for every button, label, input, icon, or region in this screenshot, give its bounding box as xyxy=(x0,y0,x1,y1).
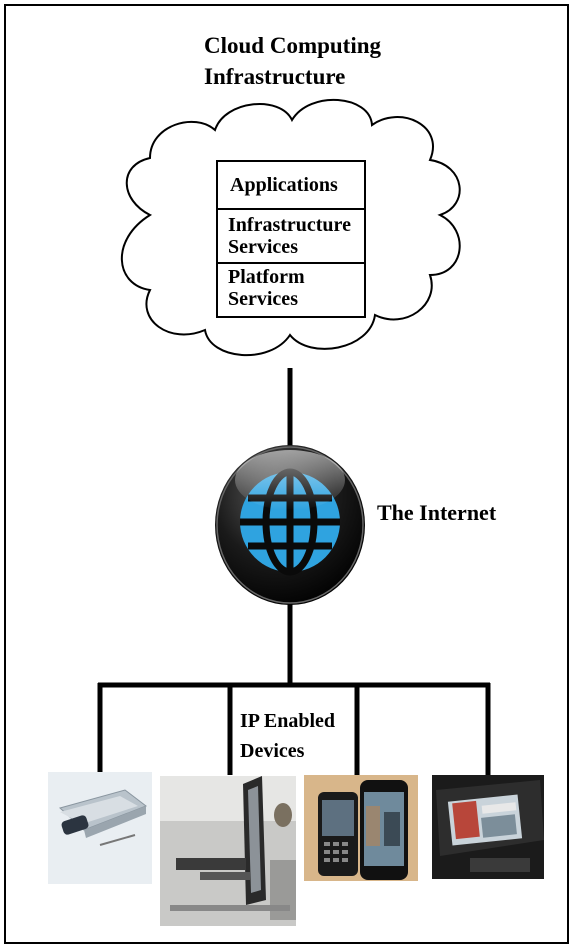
title-line-2: Infrastructure xyxy=(204,64,346,89)
applications-layer: Applications xyxy=(218,162,364,210)
devices-label-line-1: IP Enabled xyxy=(240,710,336,732)
car-display-device-image xyxy=(432,775,544,879)
globe-icon xyxy=(215,445,365,605)
title-line-1: Cloud Computing xyxy=(204,33,382,58)
desktop-device-image xyxy=(160,776,296,926)
devices-label: IP Enabled Devices xyxy=(240,706,335,766)
infrastructure-services-layer: Infrastructure Services xyxy=(218,210,364,264)
cloud-service-stack: Applications Infrastructure Services Pla… xyxy=(216,160,366,318)
smartphones-device-image xyxy=(304,775,418,881)
devices-label-line-2: Devices xyxy=(240,740,305,762)
platform-services-layer: Platform Services xyxy=(228,266,305,310)
internet-label: The Internet xyxy=(377,500,497,525)
laptop-device-image xyxy=(48,772,152,884)
diagram-title: Cloud Computing Infrastructure xyxy=(204,30,381,92)
